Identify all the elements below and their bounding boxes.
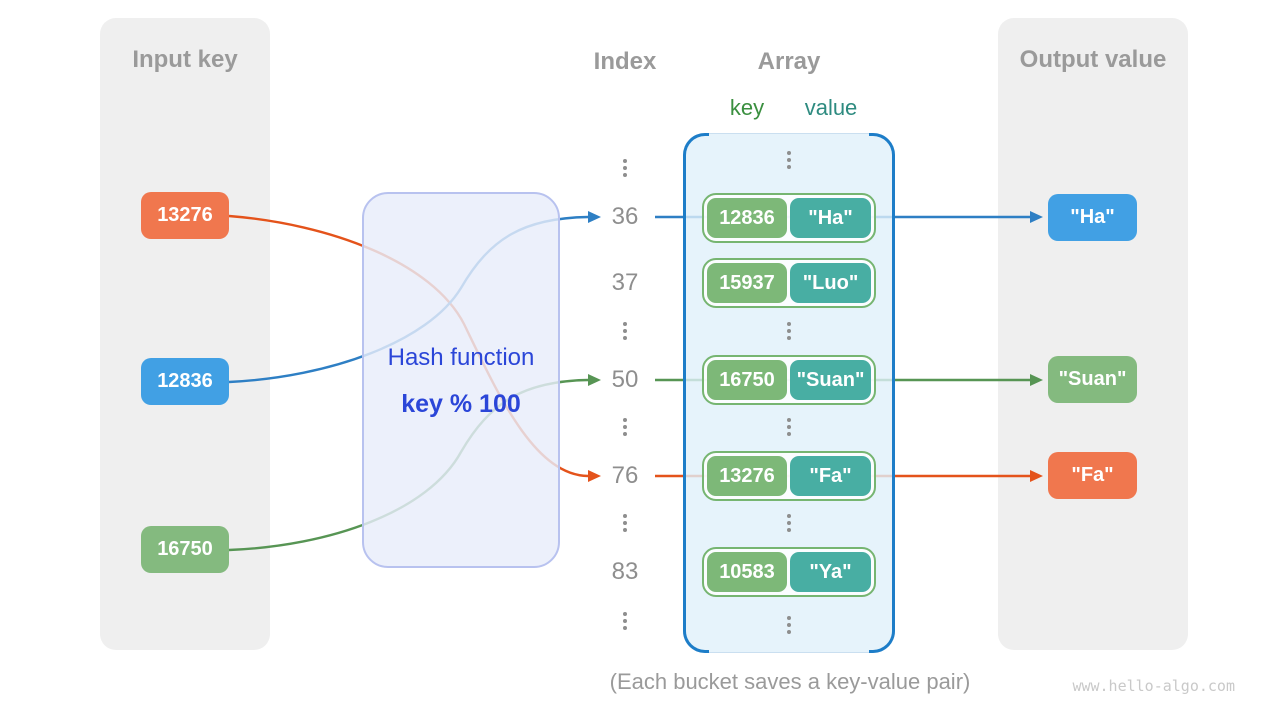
array-ellipsis-icon xyxy=(787,623,791,627)
bucket-row-37: 15937 "Luo" xyxy=(702,258,876,308)
bucket-value: "Ya" xyxy=(790,552,871,592)
index-column-title: Index xyxy=(593,48,657,75)
index-ellipsis-icon xyxy=(623,619,627,623)
watermark: www.hello-algo.com xyxy=(1072,677,1235,695)
bucket-key: 16750 xyxy=(707,360,787,400)
arrowhead-50-icon xyxy=(588,374,601,386)
bucket-value: "Suan" xyxy=(790,360,871,400)
caption: (Each bucket saves a key-value pair) xyxy=(609,669,971,694)
bucket-row-50: 16750 "Suan" xyxy=(702,355,876,405)
array-ellipsis-icon xyxy=(787,329,791,333)
hash-function-label: Hash function xyxy=(387,344,535,371)
bucket-row-83: 10583 "Ya" xyxy=(702,547,876,597)
bucket-value: "Ha" xyxy=(790,198,871,238)
index-83: 83 xyxy=(611,558,639,585)
index-ellipsis-icon xyxy=(623,329,627,333)
arrowhead-fa-icon xyxy=(1030,470,1043,482)
hash-function-box: Hash function key % 100 xyxy=(362,192,560,568)
output-value-panel xyxy=(998,18,1188,650)
output-value-suan: "Suan" xyxy=(1048,356,1137,403)
index-ellipsis-icon xyxy=(623,425,627,429)
hash-formula: key % 100 xyxy=(401,390,521,418)
key-column-header: key xyxy=(729,95,765,120)
index-ellipsis-icon xyxy=(623,166,627,170)
arrowhead-ha-icon xyxy=(1030,211,1043,223)
bucket-row-76: 13276 "Fa" xyxy=(702,451,876,501)
index-50: 50 xyxy=(611,366,639,393)
bucket-row-36: 12836 "Ha" xyxy=(702,193,876,243)
arrowhead-76-icon xyxy=(588,470,601,482)
input-key-13276: 13276 xyxy=(141,192,229,239)
output-value-ha: "Ha" xyxy=(1048,194,1137,241)
array-ellipsis-icon xyxy=(787,425,791,429)
bucket-key: 10583 xyxy=(707,552,787,592)
arrowhead-suan-icon xyxy=(1030,374,1043,386)
index-76: 76 xyxy=(611,462,639,489)
value-column-header: value xyxy=(804,95,858,120)
index-36: 36 xyxy=(611,203,639,230)
array-ellipsis-icon xyxy=(787,521,791,525)
input-key-16750: 16750 xyxy=(141,526,229,573)
index-37: 37 xyxy=(611,269,639,296)
index-ellipsis-icon xyxy=(623,521,627,525)
bucket-key: 12836 xyxy=(707,198,787,238)
bucket-key: 13276 xyxy=(707,456,787,496)
bucket-value: "Fa" xyxy=(790,456,871,496)
arrowhead-36-icon xyxy=(588,211,601,223)
input-key-12836: 12836 xyxy=(141,358,229,405)
input-panel-title: Input key xyxy=(132,46,238,73)
output-value-fa: "Fa" xyxy=(1048,452,1137,499)
array-ellipsis-icon xyxy=(787,158,791,162)
bucket-value: "Luo" xyxy=(790,263,871,303)
bucket-key: 15937 xyxy=(707,263,787,303)
output-panel-title: Output value xyxy=(1019,46,1167,73)
array-column-title: Array xyxy=(757,48,821,75)
